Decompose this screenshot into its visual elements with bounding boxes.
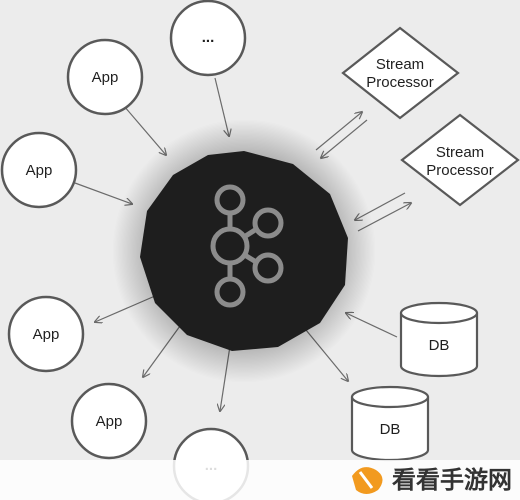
stream-processor-label-line1: Stream	[436, 144, 484, 161]
edge-app-top-to-hub	[123, 105, 166, 155]
app-node-top: App	[66, 38, 144, 116]
db-node-bottom: DB	[350, 385, 430, 462]
stream-processor-label-line2: Processor	[426, 162, 494, 179]
app-node-left: App	[0, 131, 78, 209]
stream-processor-label-line2: Processor	[366, 74, 434, 91]
edge-hub-to-processor-top	[315, 112, 362, 151]
stream-processor-top: Stream Processor	[341, 26, 460, 120]
app-node-label: App	[92, 69, 119, 86]
db-node-top: DB	[399, 301, 479, 378]
app-node-bottom: App	[70, 382, 148, 460]
watermark-text: 看看手游网	[392, 466, 512, 494]
db-label: DB	[429, 337, 450, 354]
stream-processor-label-line1: Stream	[376, 56, 424, 73]
kafka-logo-icon	[210, 184, 284, 308]
game-logo-icon	[352, 467, 383, 494]
app-node-lower-left: App	[7, 295, 85, 373]
app-node-label: App	[26, 162, 53, 179]
more-node-label: ...	[202, 29, 215, 46]
app-node-label: App	[96, 413, 123, 430]
stream-processor-right: Stream Processor	[400, 113, 520, 207]
watermark-bar	[0, 460, 520, 500]
app-node-label: App	[33, 326, 60, 343]
db-label: DB	[380, 421, 401, 438]
more-node-top: ...	[169, 0, 247, 77]
